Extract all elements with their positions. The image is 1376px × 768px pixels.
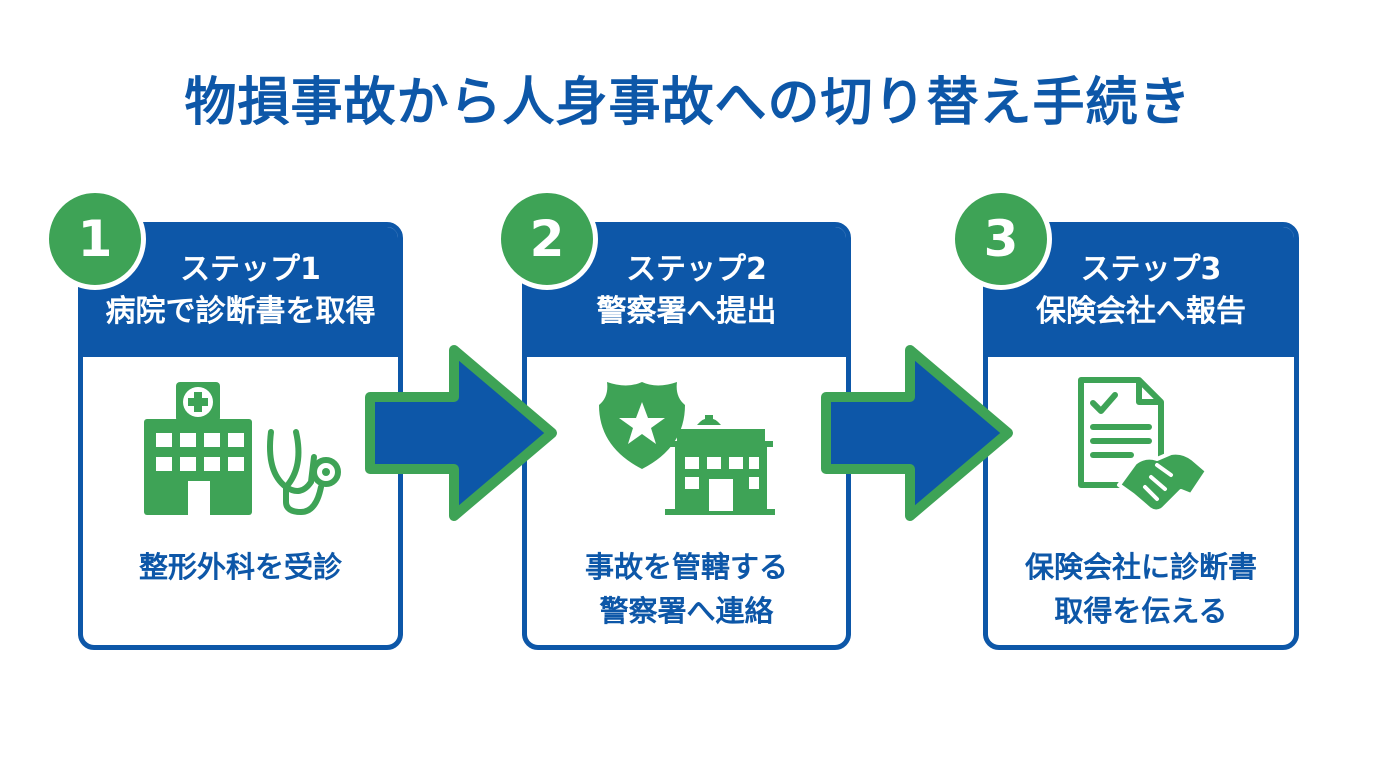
step-title: 警察署へ提出	[596, 294, 777, 329]
step-description: 事故を管轄する 警察署へ連絡	[584, 550, 788, 628]
step-label: ステップ1	[180, 252, 321, 287]
step-label: ステップ3	[1080, 252, 1222, 287]
step-title: 保険会社へ報告	[1036, 294, 1246, 329]
step-label: ステップ2	[626, 252, 767, 287]
step-number-badge-2: 2	[496, 188, 598, 290]
step-number-badge-3: 3	[950, 188, 1052, 290]
step-card-1: ステップ1 病院で診断書を取得 整形外科を受診	[78, 222, 403, 650]
hospital-stethoscope-icon	[83, 367, 398, 527]
step-title: 病院で診断書を取得	[105, 294, 376, 329]
step-card-3: ステップ3 保険会社へ報告 保険会社に診断書 取得を伝える	[983, 222, 1299, 650]
step-description: 保険会社に診断書 取得を伝える	[1024, 550, 1257, 628]
page-title: 物損事故から人身事故への切り替え手続き	[184, 73, 1192, 133]
step-description: 整形外科を受診	[138, 550, 342, 584]
arrow-right-icon	[821, 345, 1013, 521]
step-card-2: ステップ2 警察署へ提出 事故を管轄する 警察署へ連絡	[522, 222, 851, 650]
document-handshake-icon	[988, 367, 1294, 527]
police-station-icon	[527, 367, 846, 527]
step-number-badge-1: 1	[44, 188, 146, 290]
arrow-right-icon	[365, 345, 557, 521]
